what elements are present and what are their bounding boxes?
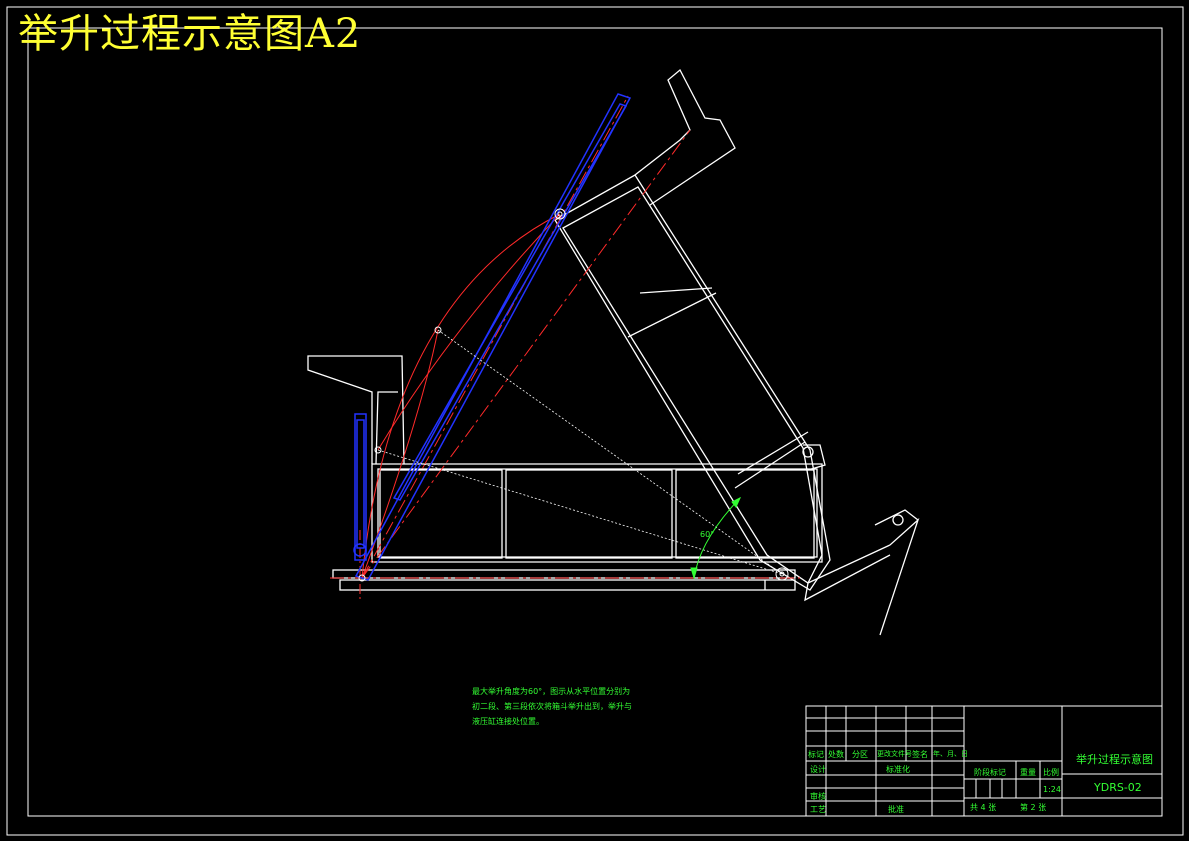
centerlines xyxy=(330,95,800,600)
tb-header-date: 年、月、日 xyxy=(933,750,968,758)
construction-lines xyxy=(377,329,783,575)
drawing-title: 举升过程示意图A2 xyxy=(18,11,362,57)
tb-sheet-current: 第 2 张 xyxy=(1020,803,1047,812)
hydraulic-cylinders xyxy=(353,93,632,581)
lowered-body xyxy=(307,355,823,591)
tb-header-change: 更改文件号 xyxy=(877,750,912,758)
tb-standardization: 标准化 xyxy=(886,765,910,774)
tb-scale-value: 1:24 xyxy=(1043,785,1061,794)
outer-border xyxy=(6,6,1184,836)
tb-approve: 批准 xyxy=(888,805,904,814)
tb-drawing-code: YDRS-02 xyxy=(1094,781,1142,794)
tb-header-zone: 分区 xyxy=(852,750,868,759)
raised-body xyxy=(554,68,920,636)
technical-note: 最大举升角度为60°，图示从水平位置分别为初二段、第三段依次将箱斗举升出到，举升… xyxy=(472,687,632,726)
tb-header-sign: 签名 xyxy=(912,750,928,759)
pivot-points xyxy=(358,208,789,582)
inner-border xyxy=(27,27,1163,817)
tb-weight: 重量 xyxy=(1020,768,1036,777)
tb-header-count: 处数 xyxy=(828,750,844,759)
tb-sheet-total: 共 4 张 xyxy=(970,803,997,812)
title-block-grid xyxy=(805,705,1163,817)
tb-header-mark: 标记 xyxy=(808,750,824,759)
tb-stage-mark: 阶段标记 xyxy=(974,768,1006,777)
tb-process: 工艺 xyxy=(810,805,826,814)
tb-drawing-name: 举升过程示意图 xyxy=(1076,753,1153,766)
tb-review: 审核 xyxy=(810,792,826,801)
angle-label: 60° xyxy=(700,530,714,539)
angle-dimension xyxy=(690,496,742,580)
tb-design: 设计 xyxy=(810,765,826,774)
tb-scale-label: 比例 xyxy=(1043,768,1059,777)
